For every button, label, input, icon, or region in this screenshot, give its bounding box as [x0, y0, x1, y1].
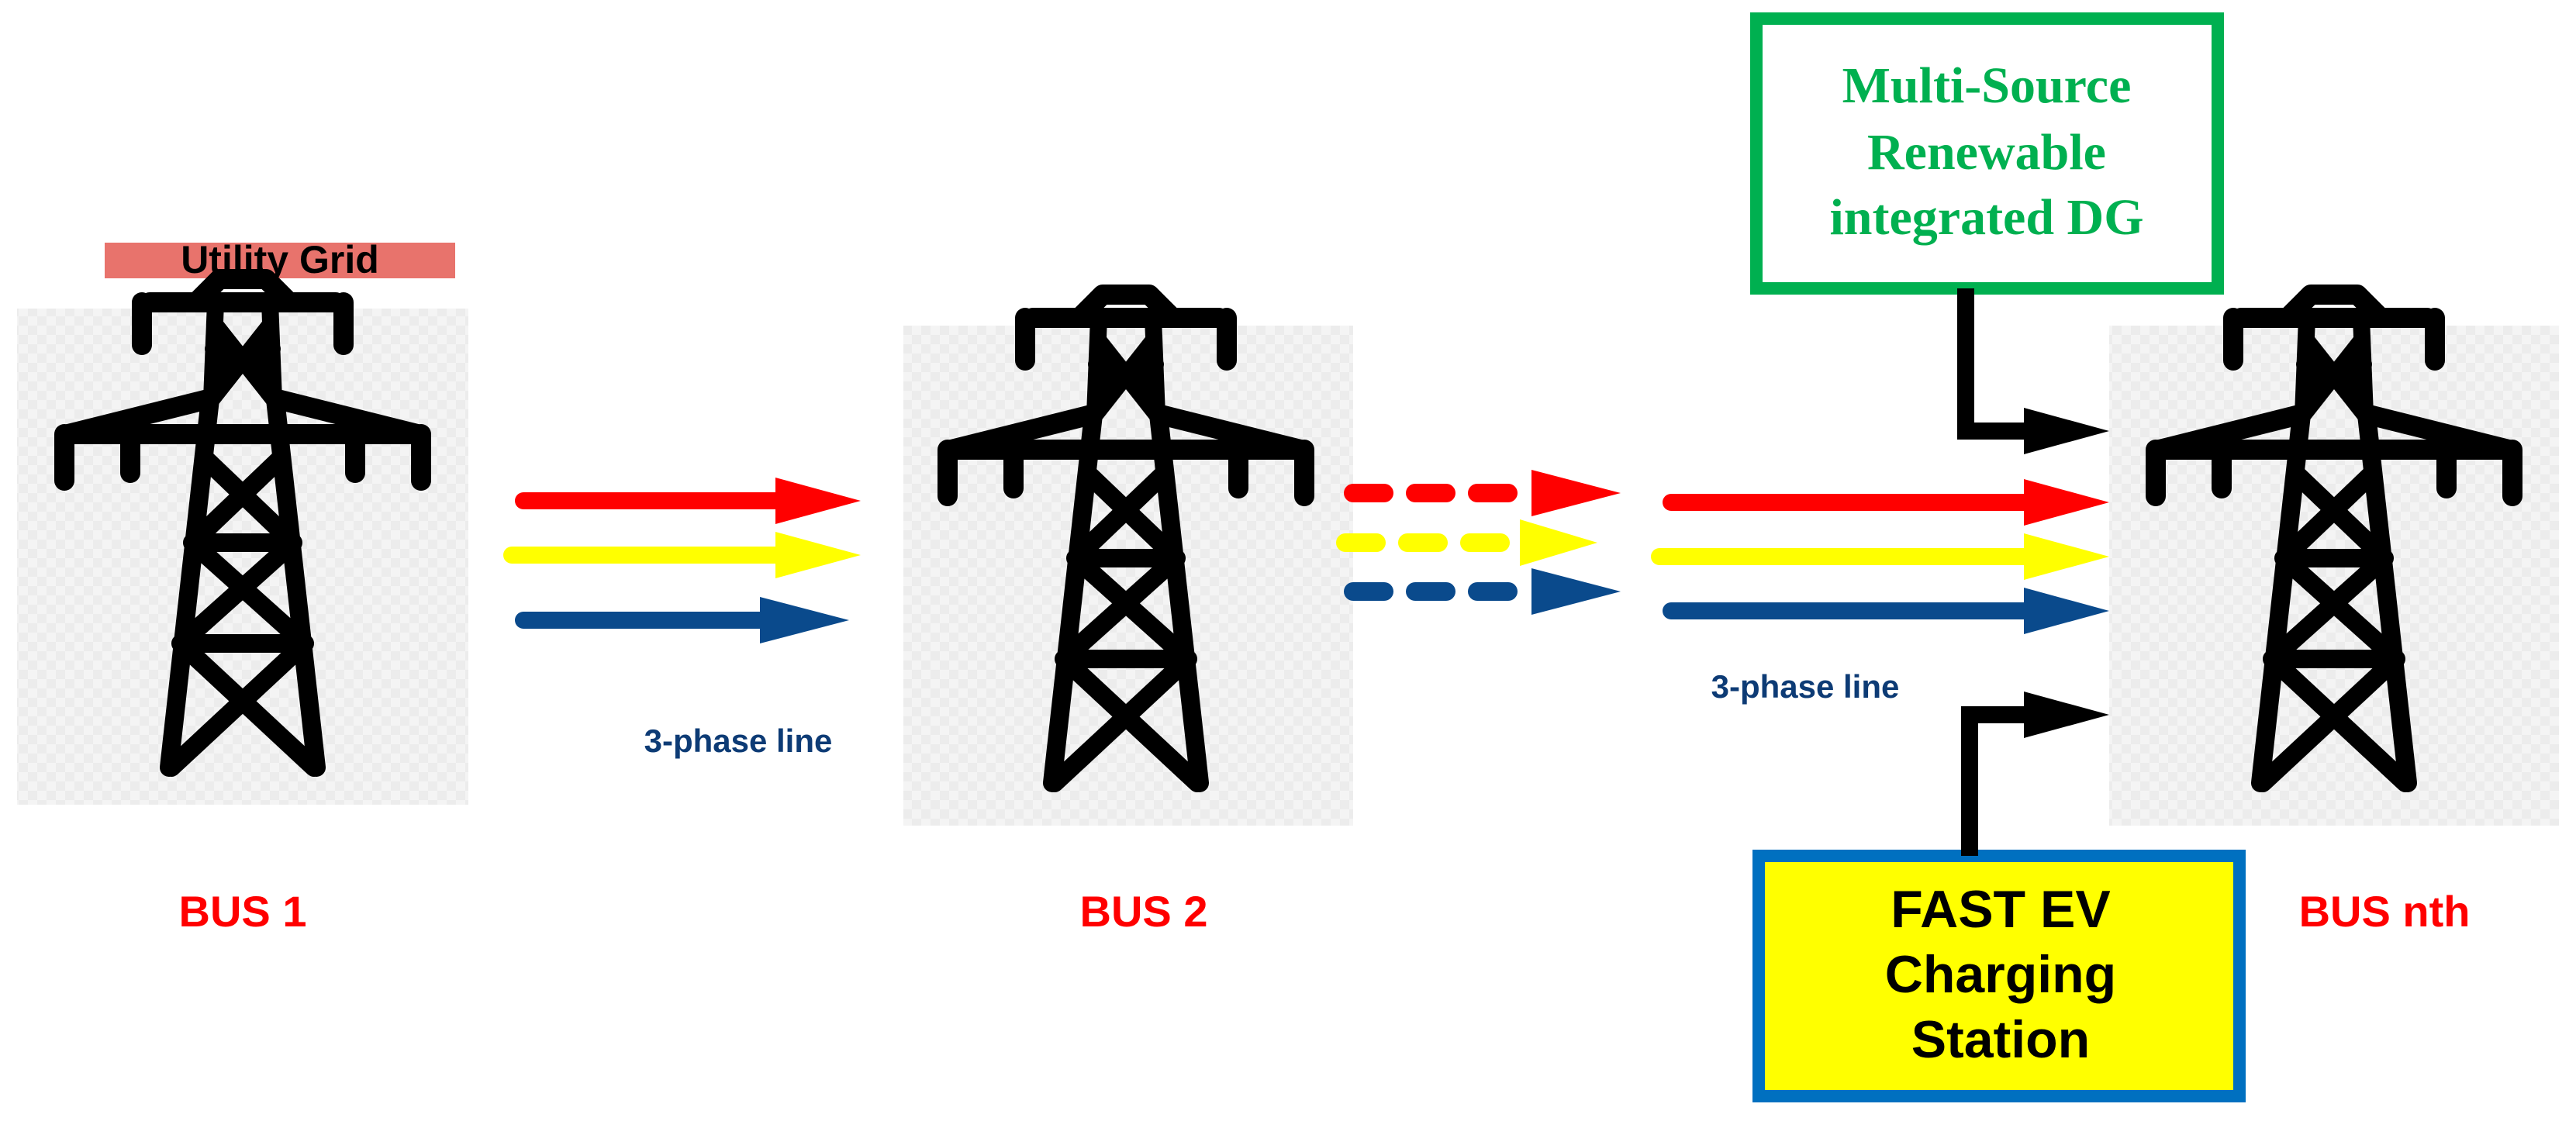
arrow-icon — [1531, 568, 1621, 615]
utility-grid-banner — [105, 243, 455, 278]
ev-connector — [1961, 692, 2109, 856]
arrow-icon — [775, 532, 861, 578]
line-label-1: 3-phase line — [644, 723, 833, 759]
bus-label: BUS 2 — [1080, 887, 1208, 936]
arrow-icon — [2024, 533, 2109, 580]
three-phase-line-1 — [503, 478, 861, 643]
busn-background — [2109, 326, 2559, 826]
arrow-icon — [775, 478, 861, 524]
arrow-icon — [1520, 519, 1597, 566]
ev-charging-box — [1752, 850, 2246, 1102]
ev-line-3: Station — [1911, 1010, 2090, 1069]
arrow-icon — [2024, 408, 2109, 454]
ev-line-1: FAST EV — [1891, 880, 2110, 939]
ev-line-2: Charging — [1885, 945, 2116, 1004]
arrow-icon — [760, 597, 849, 643]
bus2-background — [903, 326, 1353, 826]
three-phase-line-2 — [1651, 479, 2109, 634]
bus-label: BUS nth — [2299, 887, 2471, 936]
renewable-line-3: integrated DG — [1829, 189, 2143, 246]
line-label-2: 3-phase line — [1711, 668, 1900, 705]
three-phase-line-dashed — [1336, 470, 1621, 615]
renewable-line-1: Multi-Source — [1842, 57, 2132, 114]
renewable-dg-box — [1750, 12, 2224, 295]
renewable-line-2: Renewable — [1867, 124, 2106, 181]
arrow-icon — [1531, 470, 1621, 516]
arrow-icon — [2024, 692, 2109, 738]
bus-label: BUS 1 — [179, 887, 307, 936]
arrow-icon — [2024, 479, 2109, 526]
arrow-icon — [2024, 588, 2109, 634]
bus1-background — [17, 309, 468, 805]
dg-connector — [1957, 288, 2109, 454]
